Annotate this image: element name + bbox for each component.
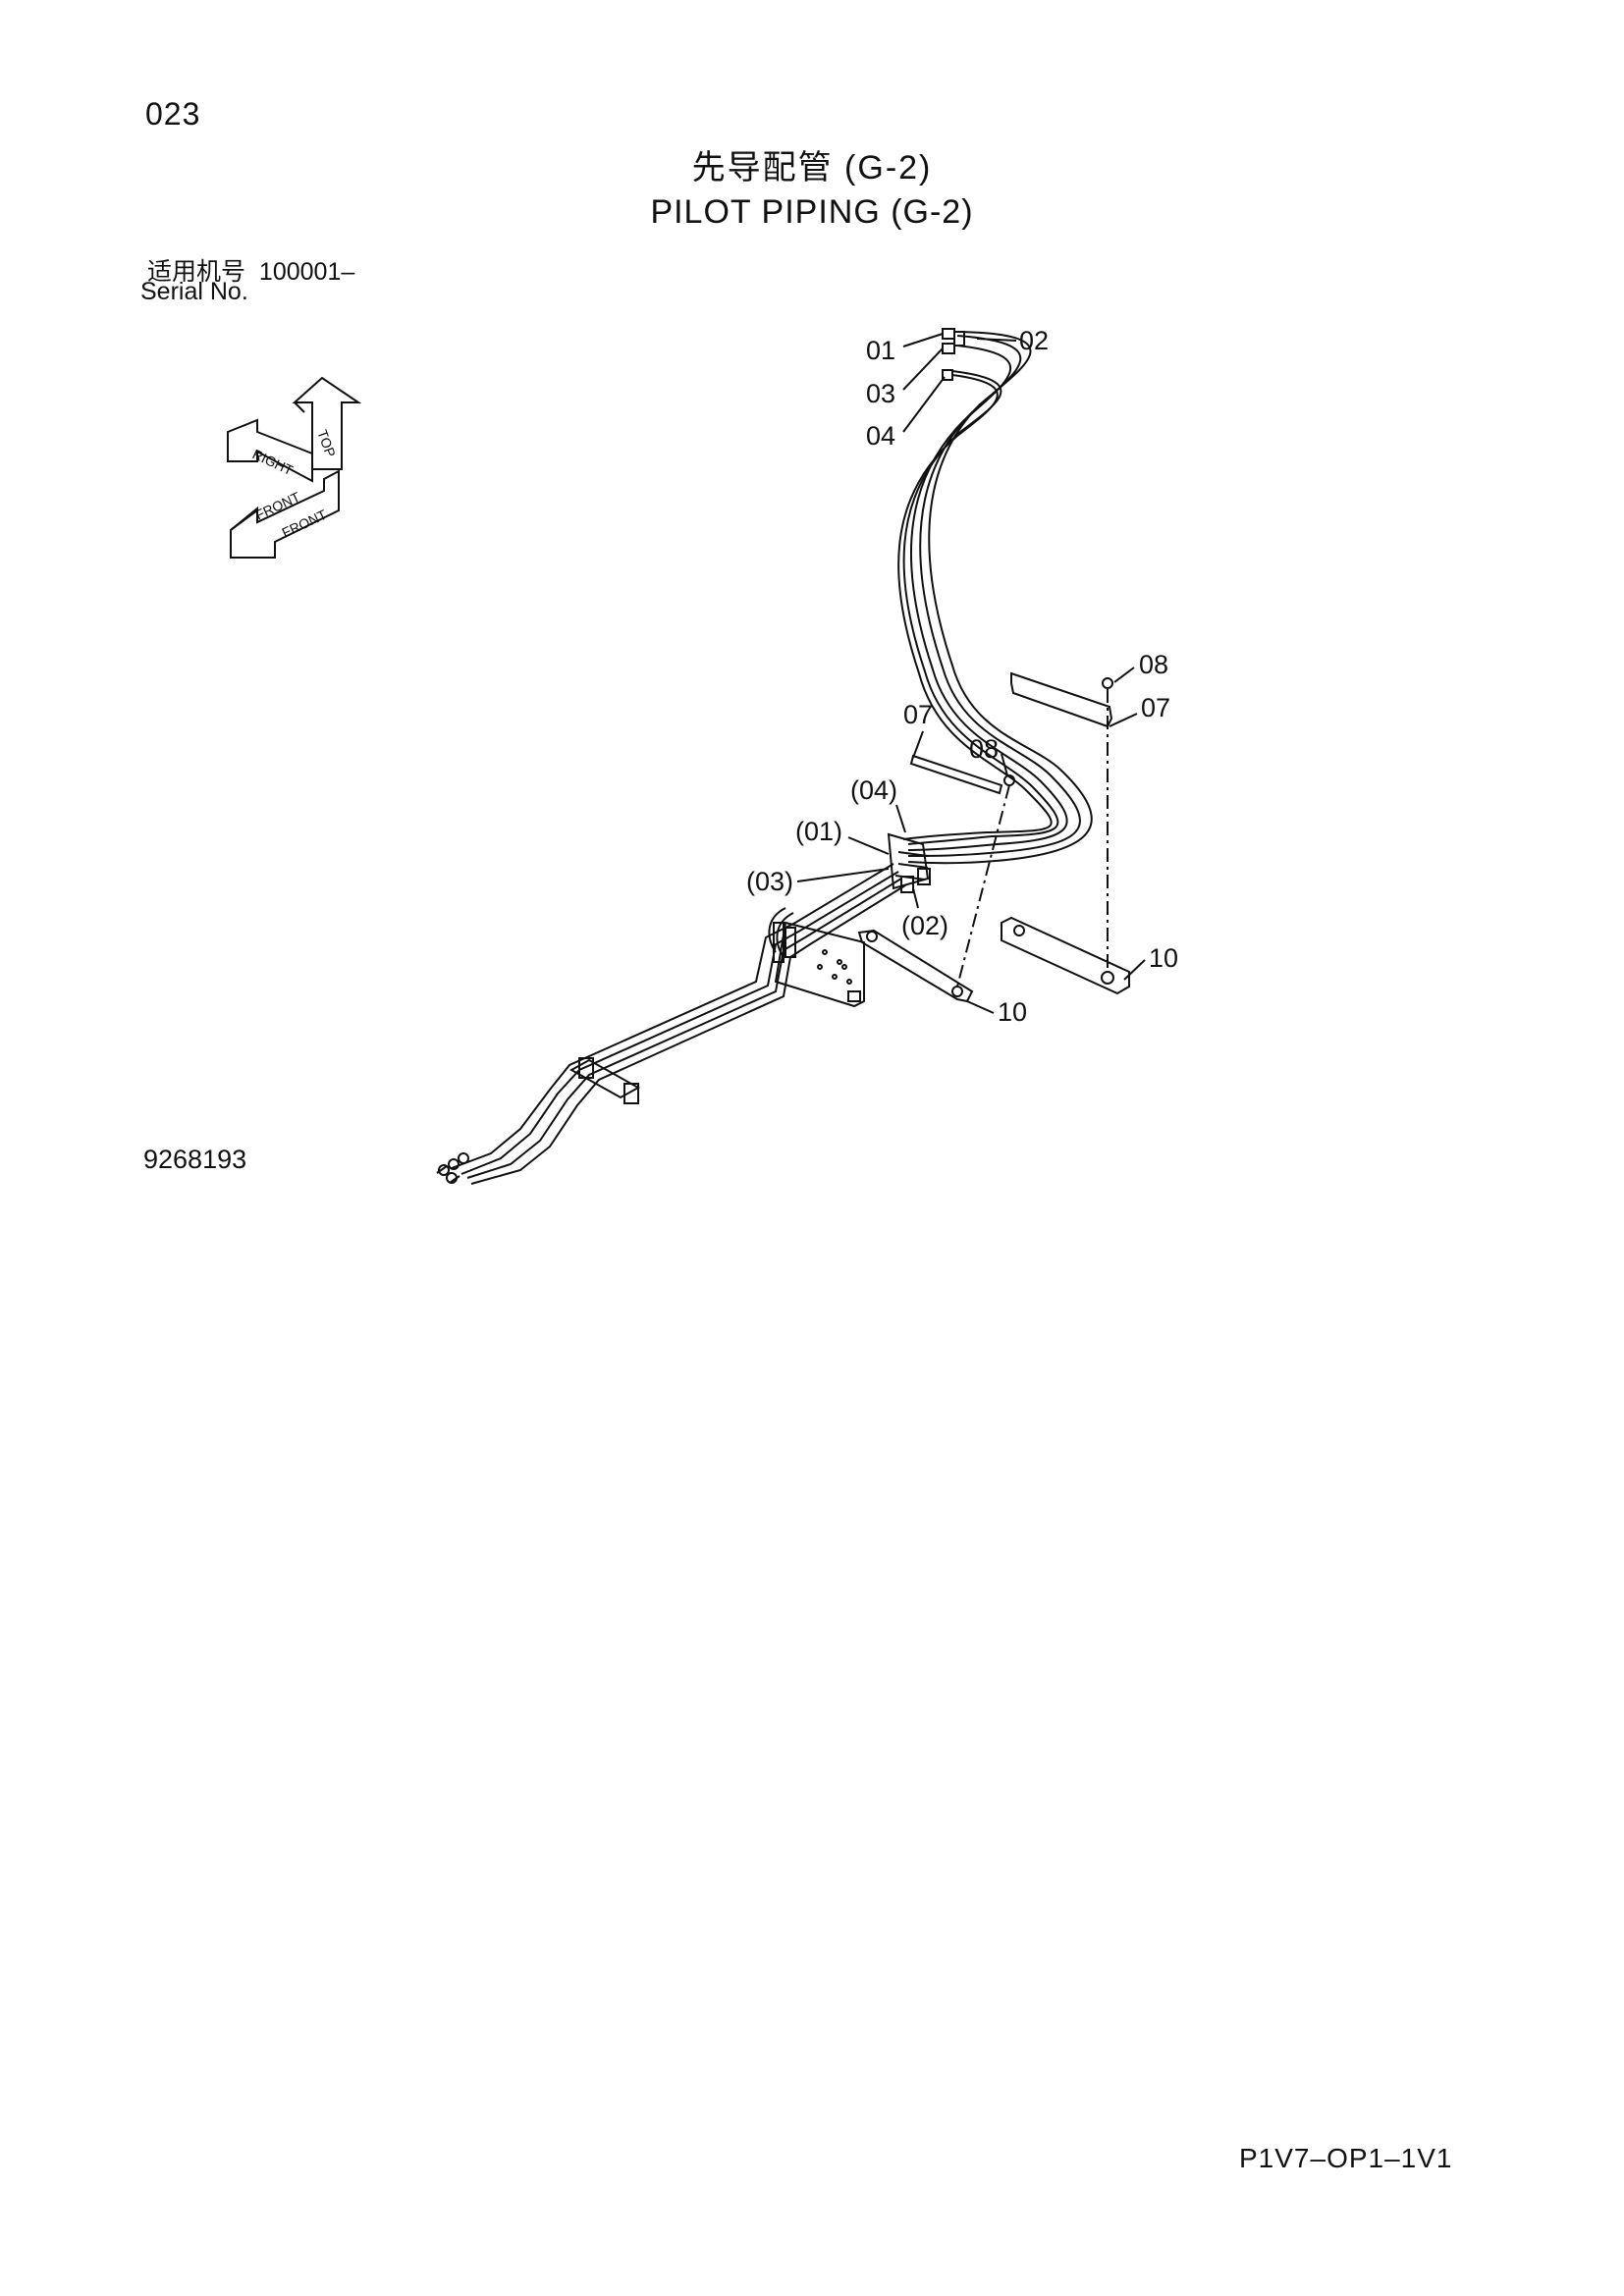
bracket-07-left (909, 754, 1003, 795)
callout-10-mid: 10 (998, 997, 1027, 1027)
orientation-label-front-1: FRONT (253, 489, 303, 523)
callout-01-paren: (01) (795, 817, 842, 846)
callout-04: 04 (866, 421, 895, 451)
sheet-code: P1V7–OP1–1V1 (1239, 2143, 1453, 2173)
page-number: 023 (145, 96, 201, 132)
fitting-04 (942, 369, 953, 381)
callout-03-paren: (03) (746, 867, 793, 896)
pilot-valve-block (887, 832, 931, 893)
callout-04-paren: (04) (850, 775, 897, 805)
plate-10-right (1001, 916, 1130, 995)
orientation-icon: FRONT FRONT RIGHT TOP (227, 376, 362, 559)
alignment-line-mid (956, 784, 1010, 988)
serial-label-en: Serial No. (140, 278, 248, 305)
bolt-08-right (1102, 677, 1113, 689)
lower-pipes (451, 863, 906, 1185)
callout-07-right: 07 (1141, 693, 1170, 722)
serial-label-cn: 适用机号 (147, 258, 246, 286)
leader-lines (796, 333, 1146, 1014)
callout-10-right: 10 (1149, 943, 1178, 973)
page-title-cn: 先导配管 (G-2) (691, 149, 933, 187)
callout-07-left: 07 (903, 700, 933, 729)
mounting-plate (773, 921, 865, 1008)
callout-01: 01 (866, 336, 895, 365)
plate-10-mid (857, 929, 974, 1003)
fitting-03 (942, 343, 955, 354)
orientation-label-front-2: FRONT (280, 507, 330, 541)
hose-bundle (897, 331, 1093, 865)
bracket-07-right (1010, 671, 1113, 728)
pipe-clamp (568, 1057, 641, 1104)
drawing-number: 9268193 (143, 1145, 247, 1174)
callout-08-left: 08 (969, 734, 999, 764)
fitting-01 (942, 328, 955, 340)
callout-03: 03 (866, 379, 895, 408)
orientation-label-top: TOP (314, 428, 339, 459)
fitting-02 (953, 331, 965, 347)
end-fittings (436, 1152, 469, 1184)
serial-value: 100001– (258, 258, 355, 286)
orientation-label-right: RIGHT (250, 446, 297, 478)
serial-row-cn: 适用机号 100001– (147, 252, 354, 288)
page-title-en: PILOT PIPING (G-2) (650, 193, 974, 231)
callout-08-right: 08 (1139, 650, 1168, 679)
callout-02-paren: (02) (901, 911, 948, 940)
callout-02: 02 (1019, 326, 1049, 355)
